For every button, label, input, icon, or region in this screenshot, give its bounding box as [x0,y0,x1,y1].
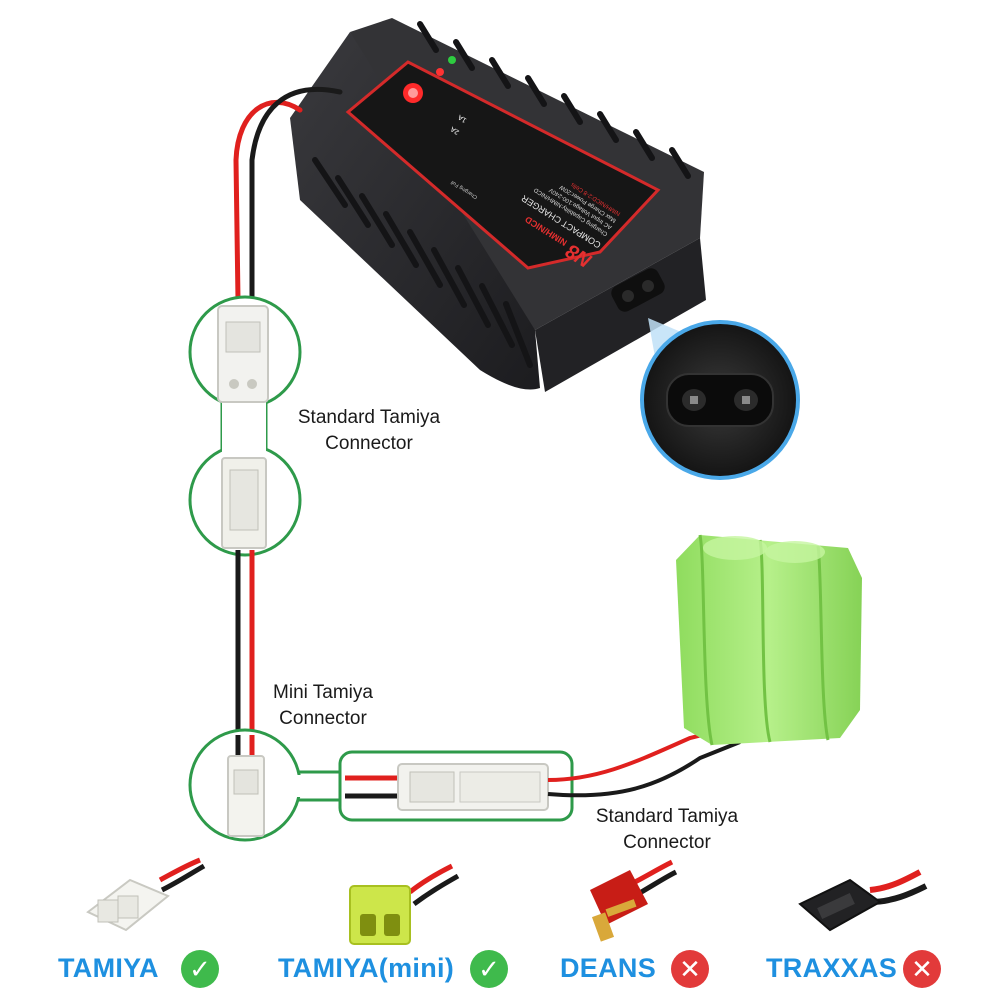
ac-socket-zoom-inset [640,318,800,480]
tamiya-label: TAMIYA [58,953,159,983]
mini-tamiya-thumbnail [349,863,460,945]
svg-text:Full: Full [450,179,460,188]
charger-output-wire [233,86,343,303]
extension-wire [235,550,255,740]
full-led [448,56,456,64]
charger-front [535,238,706,392]
traxxas-thumbnail [798,869,928,932]
tamiya-thumbnail [86,857,206,932]
charger-connector-label: Standard Tamiya Connector [297,407,441,454]
vent-fins [312,21,691,368]
check-icon: ✓ [181,950,219,988]
mini-connector-callout [188,728,574,842]
battery-connector-label: Standard Tamiya Connector [595,806,739,853]
traxxas-label: TRAXXAS [766,953,898,983]
deans-label: DEANS [560,953,657,983]
tamiya-mini-label: TAMIYA(mini) [278,953,455,983]
cross-icon: ✕ [903,950,941,988]
charger: N8 NIMH/NICD COMPACT CHARGER Charging Ca… [290,18,706,392]
check-icon: ✓ [470,950,508,988]
nimh-battery-pack [676,534,862,746]
svg-text:1A: 1A [457,113,468,124]
battery-wire [547,726,741,798]
charger-connector-callout [188,295,302,557]
cross-icon: ✕ [671,950,709,988]
svg-text:2A: 2A [449,125,460,136]
deans-thumbnail [590,859,678,942]
mini-tamiya-plug [227,755,265,837]
mini-connector-label: Mini Tamiya Connector [273,682,373,729]
label-panel [345,60,661,270]
ac-socket [611,268,665,312]
tamiya-male-plug [217,305,269,403]
